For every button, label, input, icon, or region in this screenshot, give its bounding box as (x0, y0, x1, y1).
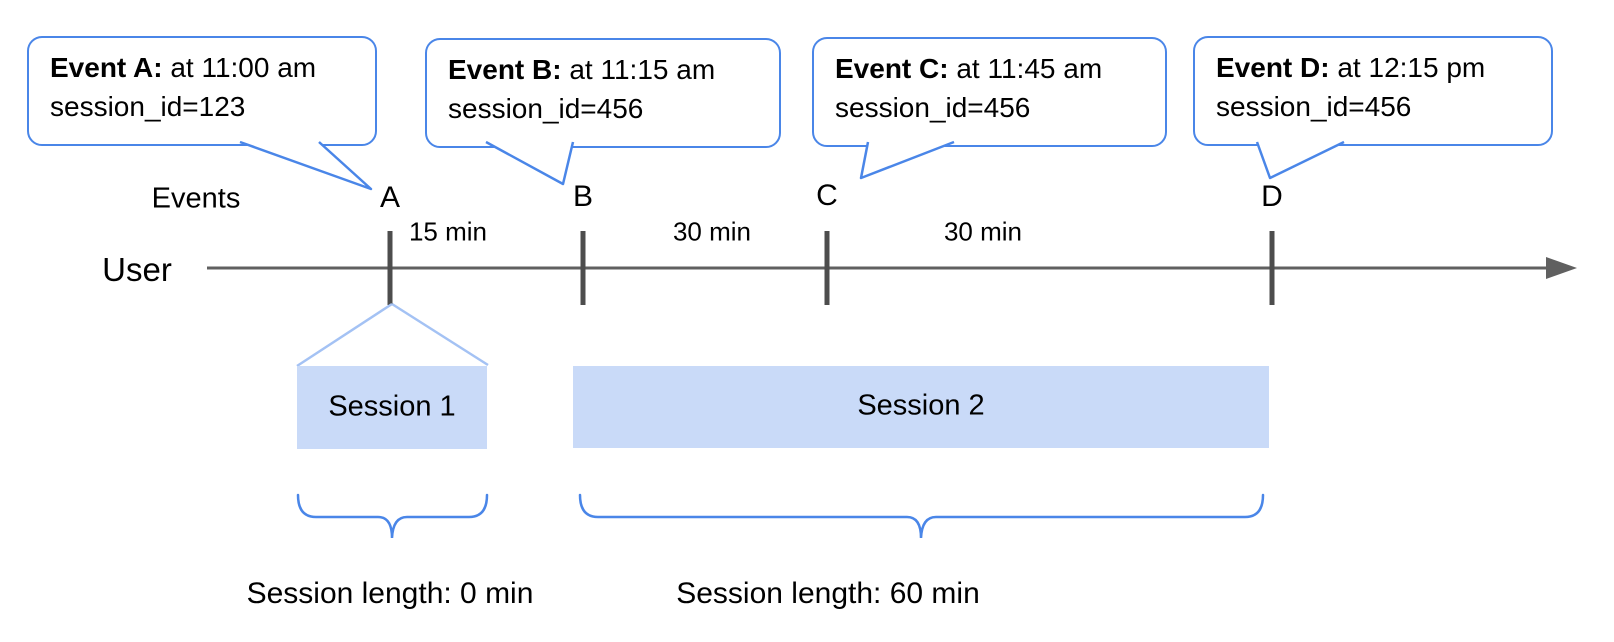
interval-label-cd: 30 min (943, 216, 1023, 247)
callout-event-c-session: session_id=456 (835, 92, 1031, 123)
events-axis-label: Events (151, 182, 241, 215)
session1-funnel-right-edge (391, 302, 489, 367)
callout-event-d-title: Event D: (1216, 52, 1330, 83)
callout-event-d-line1: Event D: at 12:15 pm (1216, 48, 1530, 87)
event-marker-c: C (816, 179, 838, 212)
timeline-arrowhead-icon (1546, 257, 1577, 279)
callout-event-b-title: Event B: (448, 54, 562, 85)
interval-label-ab: 15 min (408, 216, 488, 247)
callout-event-a-line1: Event A: at 11:00 am (50, 48, 354, 87)
event-marker-d: D (1261, 180, 1283, 213)
callout-event-c-tail-icon (859, 140, 955, 180)
callout-event-c-title: Event C: (835, 53, 949, 84)
callout-event-a: Event A: at 11:00 am session_id=123 (27, 36, 377, 146)
session2-bar-label: Session 2 (857, 389, 985, 422)
session1-brace-icon (296, 493, 489, 539)
session1-bar-label: Session 1 (328, 390, 456, 423)
session2-length-label: Session length: 60 min (676, 577, 980, 610)
callout-event-b: Event B: at 11:15 am session_id=456 (425, 38, 781, 148)
callout-event-a-title: Event A: (50, 52, 163, 83)
callout-event-a-time: at 11:00 am (170, 52, 317, 83)
callout-event-c: Event C: at 11:45 am session_id=456 (812, 37, 1167, 147)
callout-event-d-session: session_id=456 (1216, 91, 1412, 122)
session1-length-label: Session length: 0 min (246, 577, 534, 610)
callout-event-c-line1: Event C: at 11:45 am (835, 49, 1144, 88)
user-axis-label: User (102, 251, 172, 288)
callout-event-b-time: at 11:15 am (569, 54, 716, 85)
event-marker-b: B (572, 180, 594, 213)
callout-event-d-time: at 12:15 pm (1337, 52, 1486, 83)
interval-label-bc: 30 min (672, 216, 752, 247)
callout-event-b-line1: Event B: at 11:15 am (448, 50, 758, 89)
session2-brace-icon (578, 493, 1265, 539)
callout-event-a-session: session_id=123 (50, 91, 246, 122)
callout-event-b-tail-icon (485, 140, 575, 186)
callout-event-a-tail-icon (239, 140, 373, 191)
callout-event-b-session: session_id=456 (448, 93, 644, 124)
callout-event-d-tail-icon (1255, 140, 1345, 180)
callout-event-c-time: at 11:45 am (956, 53, 1103, 84)
callout-event-d: Event D: at 12:15 pm session_id=456 (1193, 36, 1553, 146)
event-marker-a: A (379, 181, 401, 214)
session1-funnel-left-edge (296, 302, 393, 368)
